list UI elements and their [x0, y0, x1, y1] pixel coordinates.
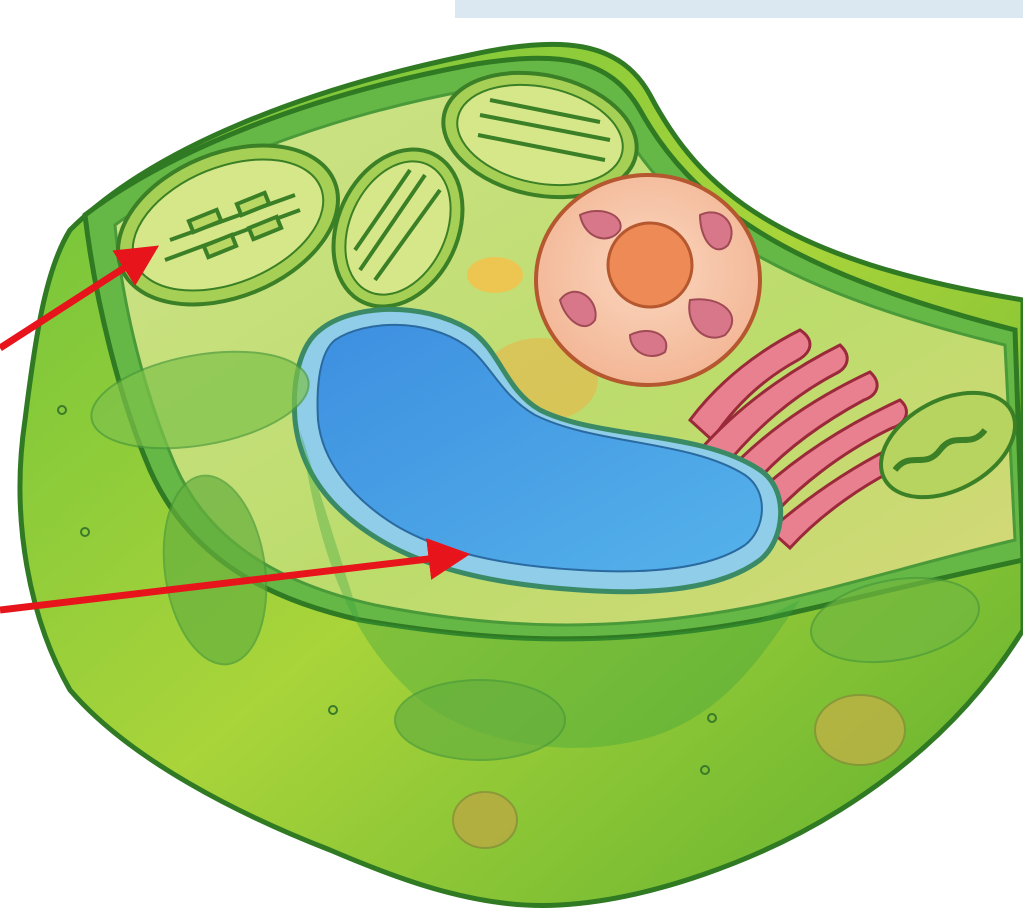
surface-patch	[815, 695, 905, 765]
nucleolus	[608, 223, 692, 307]
background-panel	[455, 0, 1023, 18]
nucleus	[536, 175, 760, 385]
vesicle	[467, 257, 523, 293]
surface-patch	[453, 792, 517, 848]
surface-patch	[395, 680, 565, 760]
